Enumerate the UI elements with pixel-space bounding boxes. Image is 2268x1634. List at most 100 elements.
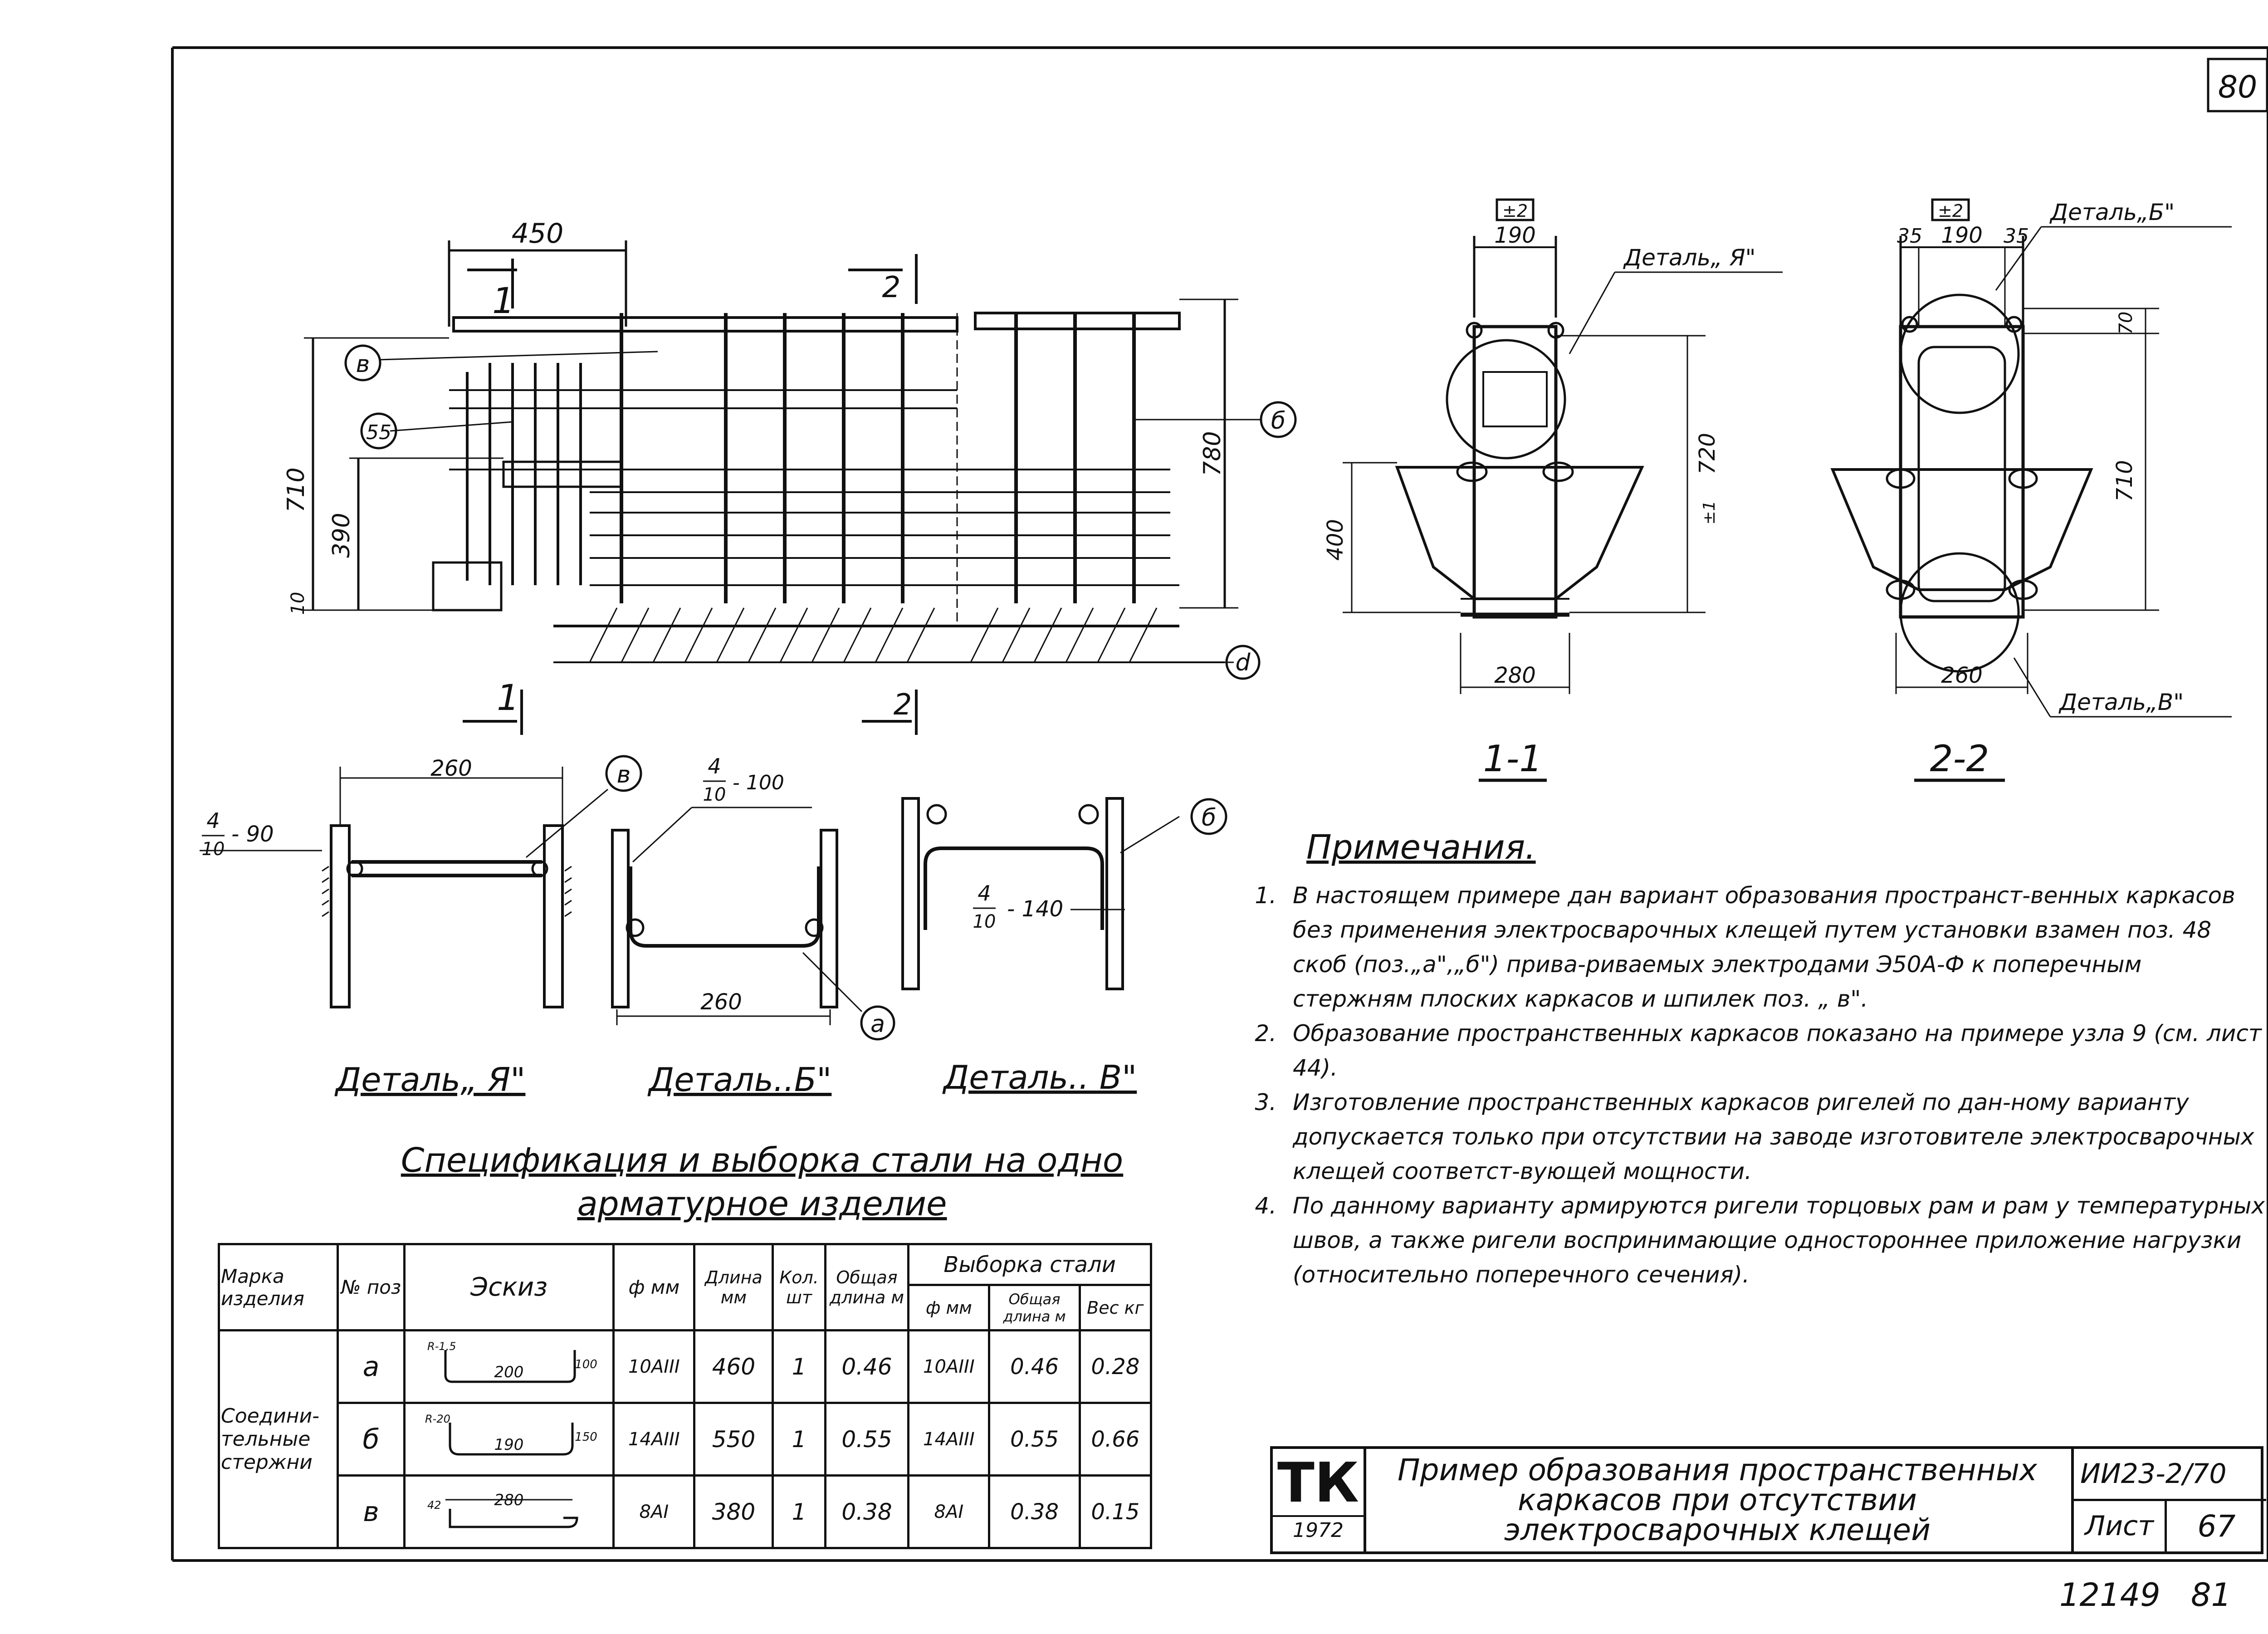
spec-title-line1: Спецификация и выборка стали на одно: [401, 1141, 1124, 1180]
detail-v-frac-val: - 140: [1007, 896, 1063, 922]
dim-height-390: 390: [328, 513, 355, 558]
page-number-box: [2207, 58, 2268, 113]
elevation-view: [304, 240, 1297, 735]
row-pos: в: [337, 1474, 406, 1549]
section-11-tol-side: ±1: [1700, 500, 1719, 524]
header-sel-total: Общая длина м: [988, 1284, 1081, 1331]
detail-b-frac-den: 10: [703, 784, 726, 805]
row-sel-total: 0.55: [988, 1402, 1081, 1477]
row-qty: 1: [772, 1402, 826, 1477]
stamp-code-frac: 2/70: [2165, 1458, 2227, 1490]
page-number: 80: [2218, 69, 2258, 105]
title-block: ТК 1972 Пример образования пространствен…: [1270, 1446, 2266, 1554]
sketch-v: 42 280: [427, 1491, 578, 1528]
section-mark-2-bottom: 2: [894, 688, 912, 722]
row-qty: 1: [772, 1329, 826, 1404]
archive-suffix: 81: [2191, 1576, 2231, 1614]
row-sel-total: 0.46: [988, 1329, 1081, 1404]
note-item: Образование пространственных каркасов по…: [1284, 1016, 2268, 1085]
section-22-dim-710: 710: [2112, 460, 2137, 502]
header-selection: Выборка стали: [907, 1243, 1152, 1286]
section-mark-1-bottom: 1: [497, 678, 519, 719]
stamp-sheet-no: 67: [2197, 1509, 2236, 1544]
stamp-logo: ТК: [1277, 1452, 1359, 1515]
dim-top-span: 450: [512, 218, 564, 250]
row-length: 460: [693, 1329, 774, 1404]
group-label: Соедини-тельные стержни: [217, 1329, 339, 1549]
section-22-dim-35-left: 35: [1897, 225, 1922, 248]
spec-table: Марка изделия № поз Эскиз ф мм Длина мм …: [217, 1243, 1153, 1549]
stamp-logo-cell: ТК 1972: [1273, 1449, 1366, 1551]
note-item: Изготовление пространственных каркасов р…: [1284, 1085, 2268, 1189]
section-1-1: [1343, 198, 1783, 782]
dim-height-710: 710: [283, 467, 310, 512]
sketch-a: R-1,5 200 100: [427, 1340, 597, 1383]
header-length: Длина мм: [693, 1243, 774, 1331]
marker-55: 55: [366, 421, 391, 444]
archive-number: 12149: [2059, 1576, 2160, 1614]
note-item: В настоящем примере дан вариант образова…: [1284, 878, 2268, 1016]
section-11-tolerance: ±2: [1502, 201, 1528, 221]
note-item: По данному варианту армируются ригели то…: [1284, 1189, 2268, 1292]
detail-v-drawing: [901, 797, 1227, 990]
detail-b-marker: а: [870, 1011, 885, 1038]
sketch-height: 150: [575, 1430, 597, 1444]
section-22-dim-70: 70: [2116, 312, 2136, 335]
section-22-detail-b: Деталь„Б": [2049, 199, 2175, 225]
row-phi: 14АIII: [612, 1402, 696, 1477]
section-11-height-720: 720: [1695, 433, 1720, 475]
section-22-tolerance: ±2: [1938, 201, 1963, 221]
section-22-title: 2-2: [1930, 738, 1989, 780]
stamp-title: Пример образования пространственных карк…: [1397, 1453, 2037, 1547]
row-sketch: R-20 190 150: [403, 1402, 615, 1477]
detail-a-width: 260: [430, 756, 472, 781]
row-sketch: R-1,5 200 100: [403, 1329, 615, 1404]
section-mark-2-top: 2: [882, 271, 901, 304]
section-22-dim-35-right: 35: [2004, 225, 2029, 248]
header-sel-phi: ф мм: [907, 1284, 991, 1331]
row-weight: 0.15: [1078, 1474, 1153, 1549]
row-sel-total: 0.38: [988, 1474, 1081, 1549]
row-total: 0.46: [824, 1329, 910, 1404]
sketch-width: 280: [494, 1491, 524, 1509]
row-sketch: 42 280: [403, 1474, 615, 1549]
row-pos: б: [337, 1402, 406, 1477]
marker-v: в: [356, 351, 370, 378]
header-phi: ф мм: [612, 1243, 696, 1331]
detail-a-title: Деталь„ Я": [334, 1061, 525, 1099]
marker-d: d: [1235, 649, 1251, 676]
section-11-width-bottom: 280: [1494, 663, 1536, 688]
detail-a-frac-den: 10: [202, 839, 225, 860]
header-sketch: Эскиз: [403, 1243, 615, 1331]
detail-a-drawing: [200, 755, 642, 1008]
section-22-width-bottom: 260: [1941, 663, 1983, 688]
header-total: Общая длина м: [824, 1243, 910, 1331]
section-mark-1-top: 1: [492, 281, 515, 322]
detail-v-title: Деталь.. В": [942, 1058, 1137, 1096]
row-total: 0.55: [824, 1402, 910, 1477]
notes-list: В настоящем примере дан вариант образова…: [1252, 878, 2268, 1292]
row-length: 550: [693, 1402, 774, 1477]
detail-b-frac-val: - 100: [733, 771, 784, 794]
spec-title-line2: арматурное изделие: [577, 1184, 947, 1223]
stamp-code-row: ИИ23-2/70: [2074, 1449, 2266, 1501]
detail-v-frac-den: 10: [973, 911, 996, 932]
sketch-radius: 42: [427, 1499, 441, 1512]
sketch-width: 190: [494, 1436, 524, 1454]
row-sel-phi: 10АIII: [907, 1329, 991, 1404]
section-11-height-400: 400: [1323, 519, 1348, 561]
detail-a-marker: в: [617, 761, 631, 788]
dim-height-10: 10: [288, 592, 308, 615]
section-11-title: 1-1: [1483, 738, 1543, 780]
sketch-b: R-20 190 150: [425, 1413, 597, 1455]
sketch-radius: R-1,5: [427, 1340, 456, 1353]
row-sel-phi: 14АIII: [907, 1402, 991, 1477]
row-total: 0.38: [824, 1474, 910, 1549]
marker-b: б: [1271, 407, 1286, 435]
row-weight: 0.28: [1078, 1329, 1153, 1404]
detail-v-marker: б: [1202, 804, 1216, 832]
sketch-width: 200: [494, 1363, 524, 1381]
notes-title: Примечания.: [1306, 828, 1536, 867]
sheet-frame: [171, 46, 2268, 1562]
